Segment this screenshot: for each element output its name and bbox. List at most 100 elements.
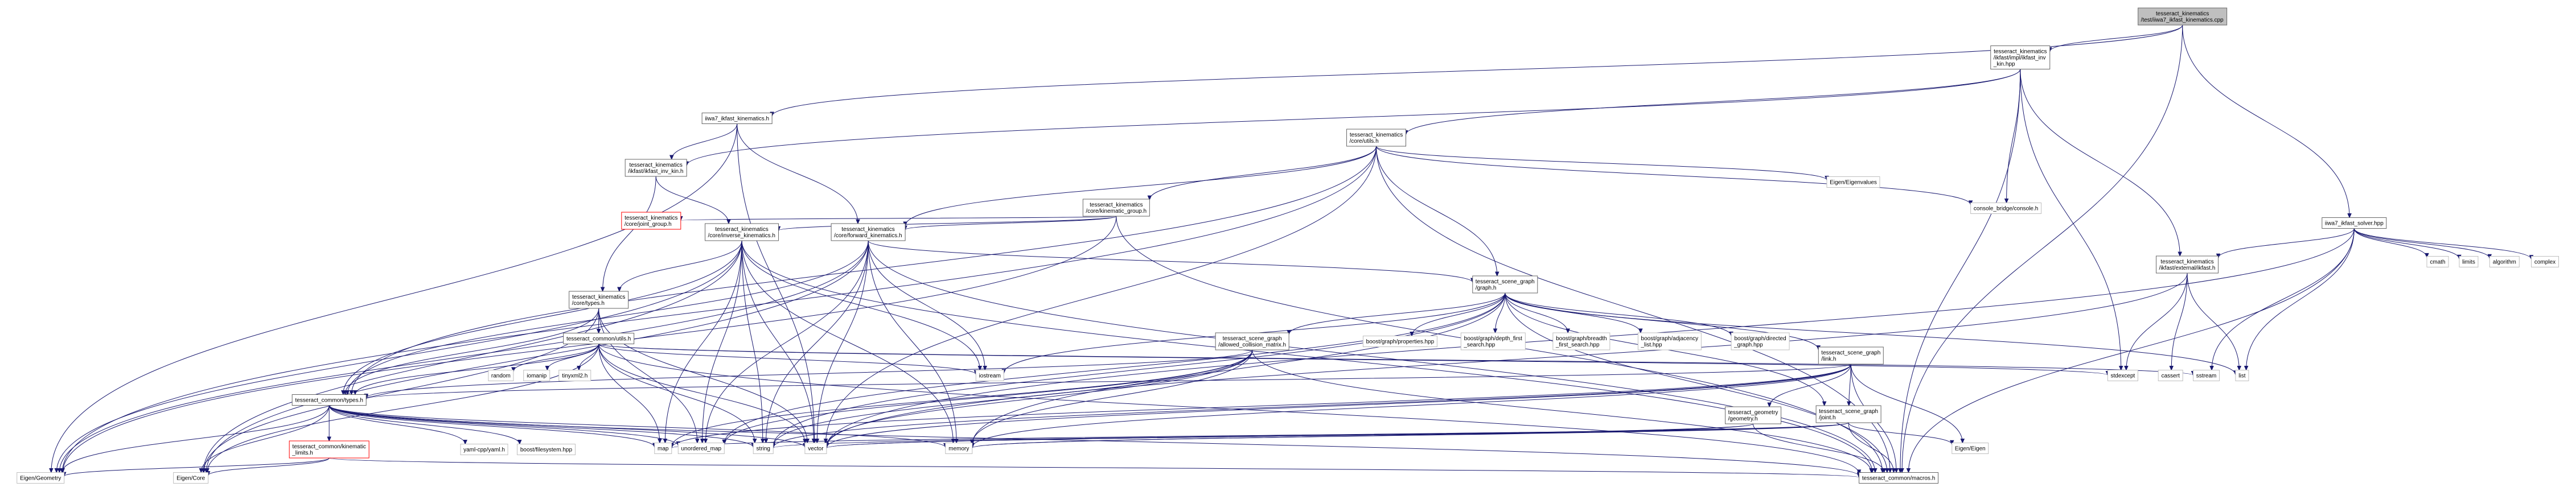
edge-forward-kin-h-to-eigen-geometry	[59, 240, 869, 473]
node-boost-filesystem[interactable]: boost/filesystem.hpp	[516, 444, 576, 455]
node-root[interactable]: tesseract_kinematics/test/iiwa7_ikfast_k…	[2138, 7, 2228, 26]
node-algorithm[interactable]: algorithm	[2489, 256, 2520, 267]
node-boost-directed[interactable]: boost/graph/directed_graph.hpp	[1731, 332, 1790, 350]
node-memory[interactable]: memory	[945, 443, 973, 454]
node-box	[1362, 336, 1437, 347]
node-box	[975, 370, 1004, 381]
node-label: string	[757, 446, 770, 452]
node-label: console_bridge/console.h	[1974, 206, 2038, 212]
node-label: tesseract_kinematics	[625, 215, 677, 221]
edge-arrowhead	[617, 287, 622, 292]
node-label: cmath	[2430, 259, 2445, 266]
node-kin-group-h[interactable]: tesseract_kinematics/core/kinematic_grou…	[1082, 199, 1150, 217]
node-complex[interactable]: complex	[2531, 256, 2559, 267]
node-link-h[interactable]: tesseract_scene_graph/link.h	[1818, 346, 1884, 365]
edge-arrowhead	[1894, 468, 1899, 473]
edge-core-utils-h-to-eigen-geometry	[61, 146, 1377, 473]
edge-arrowhead	[1881, 468, 1887, 473]
edge-core-utils-h-to-common-macros	[1376, 146, 1891, 473]
node-label: iiwa7_ikfast_solver.hpp	[2325, 221, 2384, 227]
node-label: tesseract_kinematics	[1090, 202, 1143, 208]
edge-arrowhead	[726, 219, 731, 225]
node-core-utils-h[interactable]: tesseract_kinematics/core/utils.h	[1346, 129, 1407, 147]
node-console-bridge[interactable]: console_bridge/console.h	[1970, 203, 2042, 214]
edge-inverse-kin-h-to-iostream	[741, 240, 980, 370]
node-cmath[interactable]: cmath	[2426, 256, 2449, 267]
node-core-types-h[interactable]: tesseract_kinematics/core/types.h	[569, 291, 629, 309]
node-string[interactable]: string	[753, 443, 774, 454]
edge-allowed-collision-h-to-map	[671, 349, 1253, 447]
edge-common-utils-h-to-string	[598, 344, 755, 443]
node-box	[701, 113, 773, 124]
edge-kin-group-h-to-joint-group-h	[680, 216, 1117, 221]
edge-common-types-h-to-memory	[328, 405, 946, 448]
node-iostream[interactable]: iostream	[975, 370, 1004, 381]
node-sstream[interactable]: sstream	[2193, 370, 2220, 381]
node-label: tesseract_scene_graph	[1476, 279, 1535, 285]
node-geometry-h[interactable]: tesseract_geometry/geometry.h	[1725, 406, 1782, 424]
edge-common-kin-limits-to-eigen-geometry	[64, 457, 330, 477]
node-box	[1637, 332, 1702, 350]
node-unordered-map[interactable]: unordered_map	[677, 443, 725, 454]
edge-allowed-collision-h-to-memory	[972, 349, 1253, 444]
node-tinyxml2[interactable]: tinyxml2.h	[558, 370, 591, 381]
node-allowed-collision-h[interactable]: tesseract_scene_graph/allowed_collision_…	[1215, 332, 1289, 350]
node-label: cassert	[2162, 373, 2180, 379]
node-joint-h[interactable]: tesseract_scene_graph/joint.h	[1815, 405, 1881, 423]
node-iiwa7-kin-h[interactable]: iiwa7_ikfast_kinematics.h	[701, 113, 773, 124]
edge-common-types-h-to-string	[328, 405, 754, 448]
edge-inverse-kin-h-to-common-macros	[741, 240, 1873, 473]
node-boost-bfs[interactable]: boost/graph/breadth_first_search.hpp	[1552, 332, 1610, 350]
node-box	[1460, 332, 1526, 350]
edge-forward-kin-h-to-string	[766, 240, 869, 443]
node-ikfast-inv-kin-hpp[interactable]: tesseract_kinematics/ikfast/impl/ikfast_…	[1990, 46, 2051, 69]
node-map[interactable]: map	[654, 443, 672, 454]
edge-core-utils-h-to-kin-group-h	[1149, 146, 1377, 200]
node-label: tesseract_kinematics	[1994, 49, 2047, 55]
node-box	[1472, 275, 1538, 294]
node-list[interactable]: list	[2235, 370, 2249, 381]
edge-ikfast-inv-kin-h-to-core-types-h	[602, 176, 656, 292]
node-common-kin-limits[interactable]: tesseract_common/kinematic_limits.h	[289, 440, 369, 459]
node-boost-properties[interactable]: boost/graph/properties.hpp	[1362, 336, 1437, 347]
edge-core-utils-h-to-forward-kin-h	[905, 146, 1377, 226]
node-yaml-cpp[interactable]: yaml-cpp/yaml.h	[460, 444, 508, 455]
node-random[interactable]: random	[488, 370, 514, 381]
node-label: tesseract_kinematics	[572, 294, 625, 300]
node-eigen-core[interactable]: Eigen/Core	[173, 472, 209, 484]
edge-arrowhead	[2244, 366, 2249, 371]
node-eigenvalues[interactable]: Eigen/Eigenvalues	[1826, 176, 1880, 188]
edge-arrowhead	[761, 439, 765, 444]
node-common-utils-h[interactable]: tesseract_common/utils.h	[563, 333, 635, 344]
node-iomanip[interactable]: iomanip	[523, 370, 550, 381]
node-joint-group-h[interactable]: tesseract_kinematics/core/joint_group.h	[621, 212, 681, 230]
node-boost-adjacency[interactable]: boost/graph/adjacency_list.hpp	[1637, 332, 1702, 350]
edge-forward-kin-h-to-eigen-core	[206, 240, 869, 473]
node-boost-dfs[interactable]: boost/graph/depth_first_search.hpp	[1460, 332, 1526, 350]
node-inverse-kin-h[interactable]: tesseract_kinematics/core/inverse_kinema…	[705, 223, 779, 241]
node-common-types-h[interactable]: tesseract_common/types.h	[291, 394, 367, 406]
edge-iiwa7-solver-to-limits	[2353, 228, 2460, 259]
node-iiwa7-solver[interactable]: iiwa7_ikfast_solver.hpp	[2322, 217, 2387, 229]
node-eigen-geometry[interactable]: Eigen/Geometry	[17, 472, 65, 484]
edge-forward-kin-h-to-unordered-map	[705, 240, 869, 443]
node-common-macros[interactable]: tesseract_common/macros.h	[1859, 472, 1939, 484]
node-stdexcept[interactable]: stdexcept	[2107, 370, 2138, 381]
node-label: /link.h	[1821, 356, 1836, 362]
node-ikfast-inv-kin-h[interactable]: tesseract_kinematics/ikfast/ikfast_inv_k…	[625, 159, 687, 177]
node-limits[interactable]: limits	[2459, 256, 2479, 267]
node-external-ikfast-h[interactable]: tesseract_kinematics/ikfast/external/ikf…	[2156, 255, 2219, 274]
node-label: tesseract_kinematics	[1350, 132, 1403, 138]
edge-graph-h-to-boost-properties	[1411, 292, 1506, 336]
node-eigen-eigen[interactable]: Eigen/Eigen	[1951, 443, 1989, 454]
node-vector[interactable]: vector	[804, 443, 827, 454]
node-graph-h[interactable]: tesseract_scene_graph/graph.h	[1472, 275, 1538, 294]
node-box	[625, 159, 687, 177]
node-box	[831, 223, 906, 241]
node-forward-kin-h[interactable]: tesseract_kinematics/core/forward_kinema…	[831, 223, 906, 241]
node-label: /joint.h	[1819, 415, 1835, 421]
edge-arrowhead	[202, 468, 206, 473]
node-cassert[interactable]: cassert	[2158, 370, 2183, 381]
node-box	[289, 440, 369, 459]
node-label: _search.hpp	[1463, 342, 1495, 348]
